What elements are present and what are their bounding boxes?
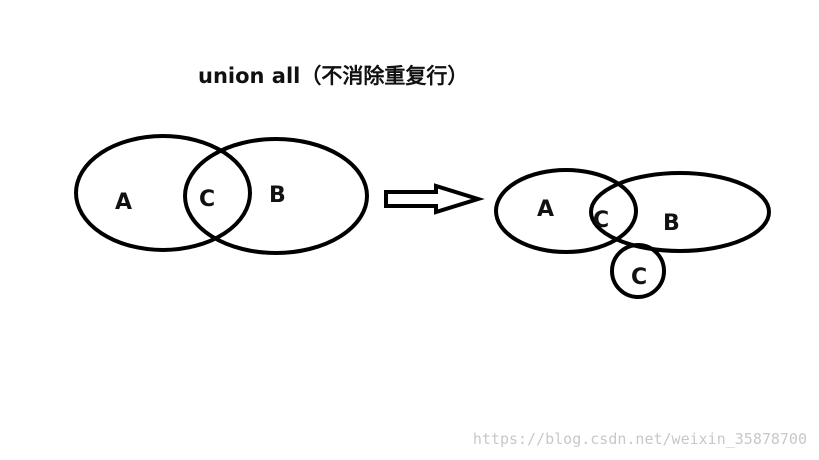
watermark-url: https://blog.csdn.net/weixin_35878700 bbox=[472, 430, 807, 448]
right-duplicate-circle bbox=[610, 243, 666, 299]
right-duplicate-label: C bbox=[631, 265, 647, 290]
right-set-a-ellipse bbox=[494, 168, 638, 254]
left-set-a-ellipse bbox=[74, 134, 252, 252]
right-intersection-label: C bbox=[593, 208, 609, 233]
right-set-a-label: A bbox=[537, 197, 554, 222]
right-set-b-ellipse bbox=[589, 171, 771, 253]
left-set-b-ellipse bbox=[183, 137, 369, 255]
left-venn-diagram: A C B bbox=[74, 134, 369, 255]
left-intersection-label: C bbox=[199, 187, 215, 212]
right-venn-diagram: A C B C bbox=[494, 168, 771, 299]
left-set-b-label: B bbox=[269, 183, 286, 208]
diagram-title: union all（不消除重复行） bbox=[198, 64, 469, 88]
left-set-a-label: A bbox=[115, 190, 132, 215]
right-arrow-icon bbox=[384, 183, 485, 215]
right-set-b-label: B bbox=[663, 211, 680, 236]
